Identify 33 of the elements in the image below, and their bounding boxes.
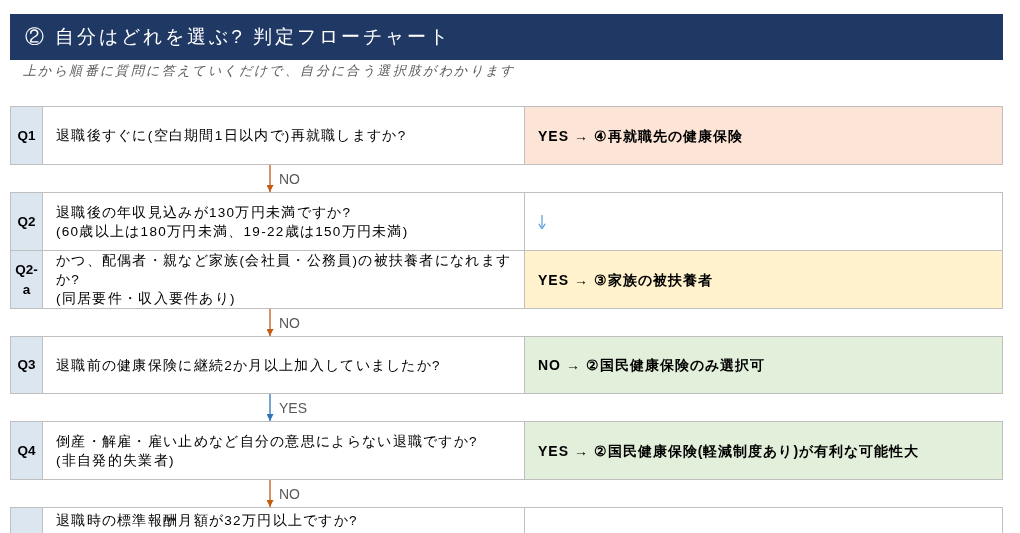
question-number: Q3: [11, 337, 43, 393]
question-text: 退職後の年収見込みが130万円未満ですか?: [56, 203, 353, 222]
question-row: [10, 421, 1003, 480]
title-banner: ② 自分はどれを選ぶ? 判定フローチャート: [10, 14, 1003, 60]
question-number: Q1: [11, 107, 43, 164]
question-row: [10, 507, 1003, 533]
result-text: YES → ③家族の被扶養者: [538, 270, 714, 290]
question-row: [10, 192, 1003, 251]
question-row: [10, 250, 1003, 309]
result-panel: [524, 107, 1002, 164]
question-number: Q2: [11, 193, 43, 250]
flow-arrow: [266, 308, 274, 337]
result-text: YES → ②国民健康保険(軽減制度あり)が有利な可能性大: [538, 441, 921, 461]
question-number: Q2-a: [11, 251, 43, 308]
question-row: [10, 336, 1003, 394]
flow-arrow: [266, 479, 274, 508]
flow-arrow: [266, 393, 274, 422]
result-panel: [524, 251, 1002, 308]
result-text: NO → ②国民健康保険のみ選択可: [538, 356, 766, 375]
result-panel: [524, 422, 1002, 479]
question-number: Q4: [11, 422, 43, 479]
question-text: 退職後すぐに(空白期間1日以内で)再就職しますか?: [56, 127, 408, 145]
question-text: (60歳以上は180万円未満、19-22歳は150万円未満): [56, 222, 410, 241]
result-panel: [524, 337, 1002, 393]
question-text: 倒産・解雇・雇い止めなど自分の意思によらない退職ですか?: [56, 432, 479, 451]
question-text: (同居要件・収入要件あり): [56, 290, 237, 308]
question-text: かつ、配偶者・親など家族(会社員・公務員)の被扶養者になれますか?: [56, 252, 513, 289]
subtitle-text: 上から順番に質問に答えていくだけで、自分に合う選択肢がわかります: [23, 62, 516, 80]
question-row: [10, 106, 1003, 165]
question-text: 退職前の健康保険に継続2か月以上加入していましたか?: [56, 356, 442, 375]
result-text: YES → ④再就職先の健康保険: [538, 126, 744, 146]
question-text: (非自発的失業者): [56, 451, 176, 470]
question-text: 退職時の標準報酬月額が32万円以上ですか?: [56, 512, 359, 530]
